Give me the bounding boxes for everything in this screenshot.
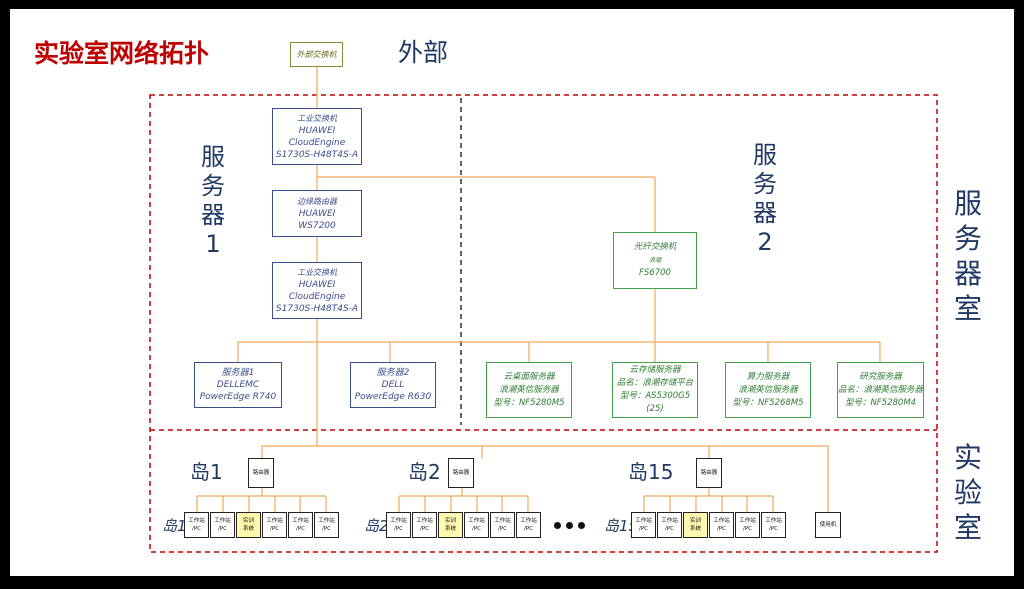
links [196,67,881,512]
workstation: 工作站/PC [184,512,209,538]
training-system: 实训系统 [236,512,261,538]
external-label: 外部 [398,38,449,67]
training-system: 实训系统 [438,512,463,538]
workstation: 工作站/PC [657,512,682,538]
printer-station: 使用机 [815,512,841,538]
island2-side-label: 岛2 [364,517,389,535]
island15-label: 岛15 [628,460,674,484]
workstation: 工作站/PC [516,512,541,538]
workstation: 工作站/PC [210,512,235,538]
workstation: 工作站/PC [709,512,734,538]
ellipsis-dot [554,522,561,529]
island2-router: 路由器 [448,458,474,488]
workstation: 工作站/PC [761,512,786,538]
ellipsis-dot [566,522,573,529]
workstation: 工作站/PC [314,512,339,538]
workstation: 工作站/PC [288,512,313,538]
workstation: 工作站/PC [412,512,437,538]
island2-label: 岛2 [408,460,441,484]
workstation: 工作站/PC [464,512,489,538]
workstation: 工作站/PC [735,512,760,538]
island15-side-label: 岛15 [604,517,639,535]
server-cloud-desktop: 云桌面服务器浪潮英信服务器型号：NF5280M5 [486,362,572,418]
island1-side-label: 岛1 [162,517,187,535]
lab-label: 实验室 [953,441,982,544]
ellipsis-dot [578,522,585,529]
zone-border [149,94,938,553]
server-room-label: 服务器室 [953,187,982,325]
workstation: 工作站/PC [490,512,515,538]
external-switch: 外部交换机 [290,42,343,67]
server-cloud-storage: 云存储服务器品名：浪潮存储平台型号：AS5300G5 (25) [612,362,698,418]
workstation: 工作站/PC [386,512,411,538]
training-system: 实训系统 [683,512,708,538]
island15-router: 路由器 [696,458,722,488]
slide [10,9,1014,576]
workstation: 工作站/PC [631,512,656,538]
island1-router: 路由器 [248,458,274,488]
server-compute: 算力服务器浪潮英信服务器型号：NF5268M5 [725,362,811,418]
island1-label: 岛1 [190,460,223,484]
server-research: 研究服务器品名：浪潮英信服务器型号：NF5280M4 [837,362,924,418]
page-title: 实验室网络拓扑 [34,39,210,68]
workstation: 工作站/PC [262,512,287,538]
